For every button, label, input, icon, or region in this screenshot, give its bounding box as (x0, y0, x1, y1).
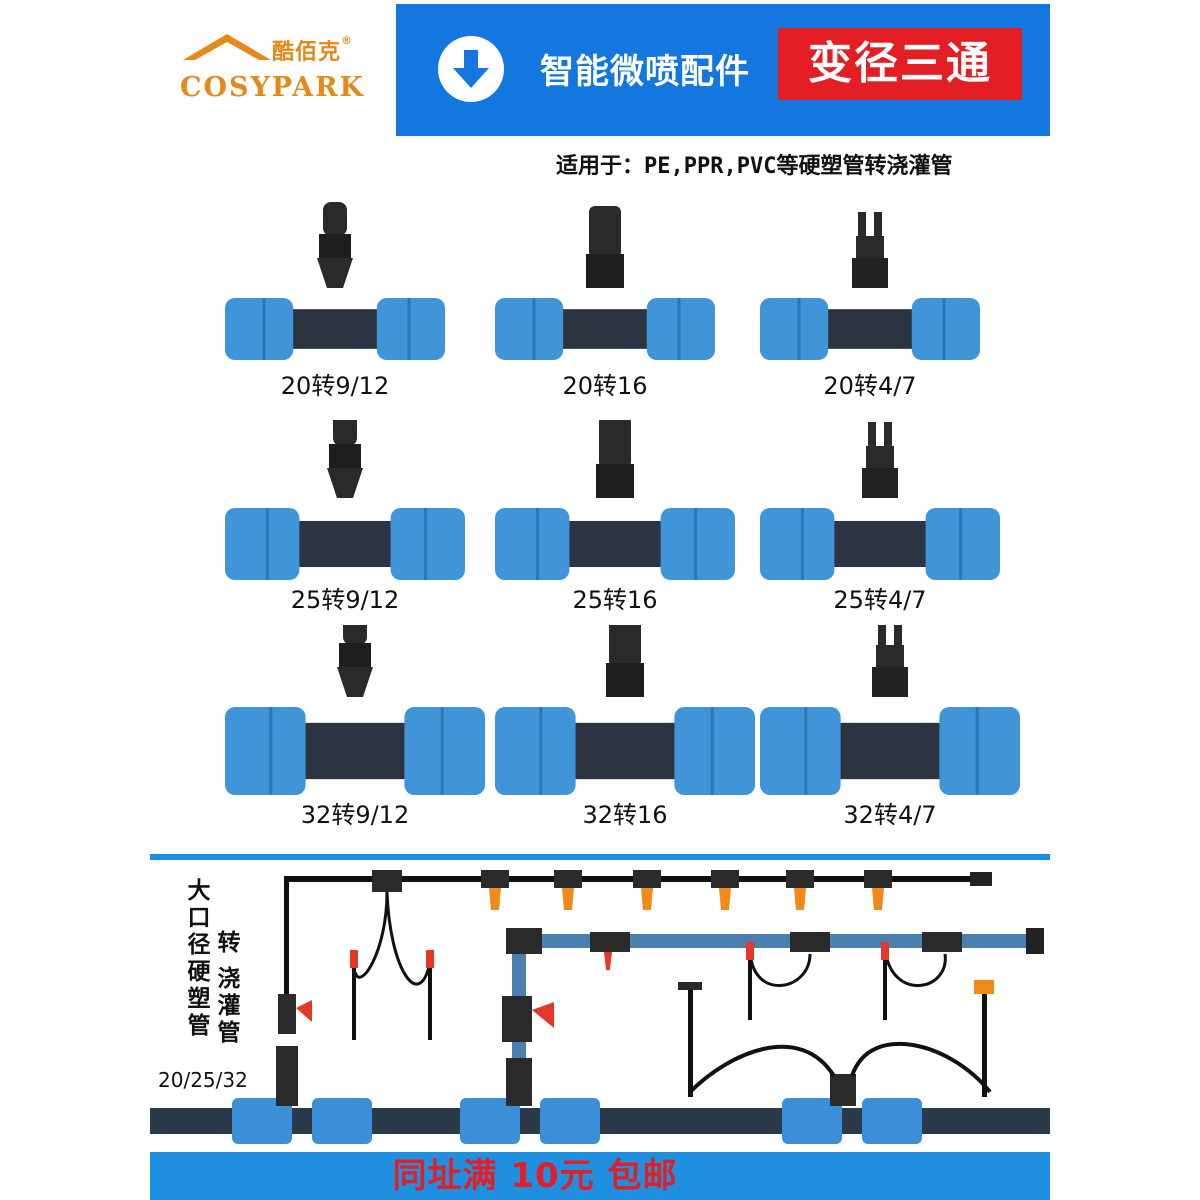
banner-title: 智能微喷配件 (540, 52, 750, 92)
branch-pipe (512, 934, 1034, 948)
applies-to-text: 适用于：PE,PPR,PVC等硬塑管转浇灌管 (556, 154, 953, 179)
product-label: 20转4/7 (823, 372, 917, 400)
diagram-caption-left: 大口径硬塑管 (187, 878, 211, 1039)
product-tee-9[interactable] (760, 625, 1020, 805)
product-type-badge: 变径三通 (778, 28, 1022, 100)
riser-line (284, 876, 289, 1026)
diagram-caption-mid-2: 浇灌管 (217, 966, 241, 1046)
brand-name-en: COSYPARK (180, 72, 365, 103)
product-label: 25转16 (572, 586, 658, 614)
reducing-tee-right (782, 1098, 842, 1144)
brand-name-cn: 酷佰克® (272, 34, 354, 65)
reducing-tee-icon (495, 420, 735, 580)
product-label: 25转9/12 (290, 586, 400, 614)
product-label: 25转4/7 (833, 586, 927, 614)
product-label: 32转4/7 (843, 801, 937, 829)
reducing-tee-icon (760, 625, 1020, 795)
reducing-tee-left (232, 1098, 292, 1144)
brand-logo (175, 28, 385, 108)
reducing-tee-icon (760, 422, 1000, 580)
product-label: 32转9/12 (300, 801, 410, 829)
section-divider (150, 854, 1050, 860)
product-tee-6[interactable] (760, 420, 1000, 590)
download-button[interactable] (438, 36, 504, 102)
product-tee-5[interactable] (495, 420, 735, 590)
download-arrow-icon (453, 50, 489, 88)
reducing-tee-icon (495, 206, 715, 360)
reducing-tee-icon (495, 625, 755, 795)
product-tee-1[interactable] (225, 200, 445, 370)
pipe-sizes-label: 20/25/32 (158, 1068, 248, 1092)
product-label: 20转16 (562, 372, 648, 400)
reducing-tee-icon (225, 202, 445, 360)
footer-bar: 同址满 10元 包邮 (150, 1152, 1050, 1200)
product-tee-7[interactable] (225, 625, 485, 805)
diagram-caption-mid-1: 转 (217, 930, 241, 956)
free-shipping-text: 同址满 10元 包邮 (392, 1156, 678, 1196)
roof-logo-icon (183, 34, 271, 60)
reducing-tee-icon (225, 625, 485, 795)
top-nozzles (481, 870, 892, 910)
product-tee-2[interactable] (495, 200, 715, 370)
reducing-tee-icon (225, 420, 465, 580)
installation-diagram (150, 870, 1050, 1144)
reducing-tee-middle (460, 1098, 520, 1144)
product-label: 32转16 (582, 801, 668, 829)
stake-sprinkler (350, 950, 434, 1040)
reducing-tee-icon (760, 212, 980, 360)
product-label: 20转9/12 (280, 372, 390, 400)
product-tee-4[interactable] (225, 420, 465, 590)
product-tee-3[interactable] (760, 200, 980, 370)
product-tee-8[interactable] (495, 625, 755, 805)
